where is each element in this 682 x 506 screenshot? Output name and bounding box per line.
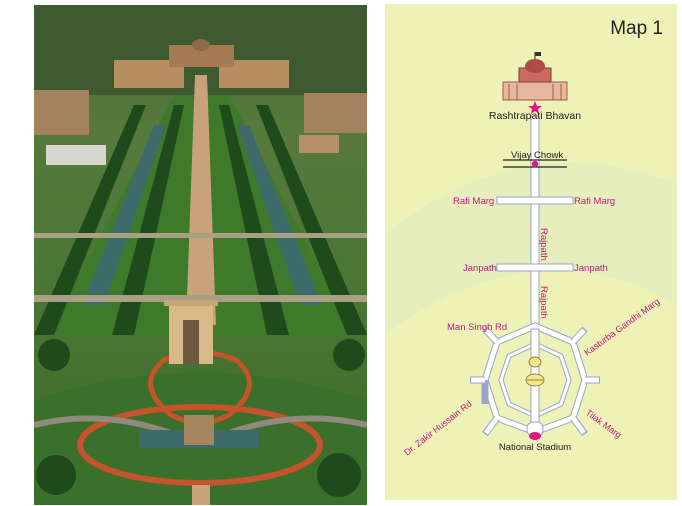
india-gate-arch — [183, 320, 199, 364]
cross-road-upper — [34, 233, 367, 238]
label-janpath-right: Janpath — [574, 263, 608, 274]
map-drawing: Rashtrapati Bhavan Vijay Chowk Rafi Marg… — [385, 52, 677, 458]
aerial-photo-illustration — [34, 5, 367, 505]
label-rajpath-upper: Rajpath — [538, 228, 549, 261]
label-man-singh-rd: Man Singh Rd — [447, 322, 507, 333]
dome-shape — [192, 39, 210, 51]
india-gate-top — [164, 300, 218, 306]
india-gate-marker-icon — [528, 356, 542, 368]
label-rafi-marg-right: Rafi Marg — [574, 196, 615, 207]
radial-roads-fill — [471, 328, 599, 435]
right-buildings — [304, 93, 367, 133]
label-vijay-chowk: Vijay Chowk — [511, 150, 563, 161]
label-rajpath-lower: Rajpath — [538, 286, 549, 319]
tree-cluster-left — [38, 339, 70, 371]
white-building — [46, 145, 106, 165]
label-dr-zakir-hussain-rd: Dr. Zakir Hussain Rd — [402, 399, 474, 458]
right-small-building — [299, 135, 339, 153]
label-national-stadium: National Stadium — [499, 442, 571, 453]
tree-row-right-inner — [219, 105, 289, 335]
map-title: Map 1 — [610, 18, 663, 39]
rajpath-exit — [192, 485, 210, 505]
canopy — [184, 415, 214, 445]
tree-cluster-right — [333, 339, 365, 371]
cross-road-lower — [34, 295, 367, 302]
rashtrapati-bhavan-icon — [502, 52, 568, 101]
red-path-upper — [148, 350, 252, 425]
aerial-photo — [34, 5, 367, 505]
janpath-road — [496, 263, 574, 272]
rafi-marg-road — [496, 196, 574, 205]
vijay-chowk-marker-icon — [531, 160, 539, 168]
red-path-canopy-circle — [77, 404, 323, 486]
rajpath-road — [186, 75, 216, 325]
left-buildings — [34, 90, 89, 135]
map-panel: Rashtrapati Bhavan Vijay Chowk Rafi Marg… — [385, 4, 677, 500]
rashtrapati-bhavan-building — [169, 45, 234, 67]
tree-cluster-bottom-right — [317, 453, 361, 497]
label-rafi-marg-left: Rafi Marg — [453, 196, 494, 207]
tree-row-left-inner — [112, 105, 184, 335]
label-janpath-left: Janpath — [463, 263, 497, 274]
national-stadium-marker-icon — [529, 432, 541, 440]
water-channel-left — [82, 125, 166, 305]
star-marker-icon — [528, 101, 542, 114]
label-kasturba-gandhi-marg: Kasturba Gandhi Marg — [582, 296, 661, 357]
tree-row-right-outer — [256, 105, 367, 335]
rajpath-road — [530, 115, 540, 332]
tree-cluster-bottom-left — [36, 455, 76, 495]
tree-row-left-outer — [34, 105, 146, 335]
label-tilak-marg: Tilak Marg — [584, 408, 624, 441]
water-channel-right — [237, 125, 322, 305]
label-rashtrapati-bhavan: Rashtrapati Bhavan — [489, 110, 581, 122]
